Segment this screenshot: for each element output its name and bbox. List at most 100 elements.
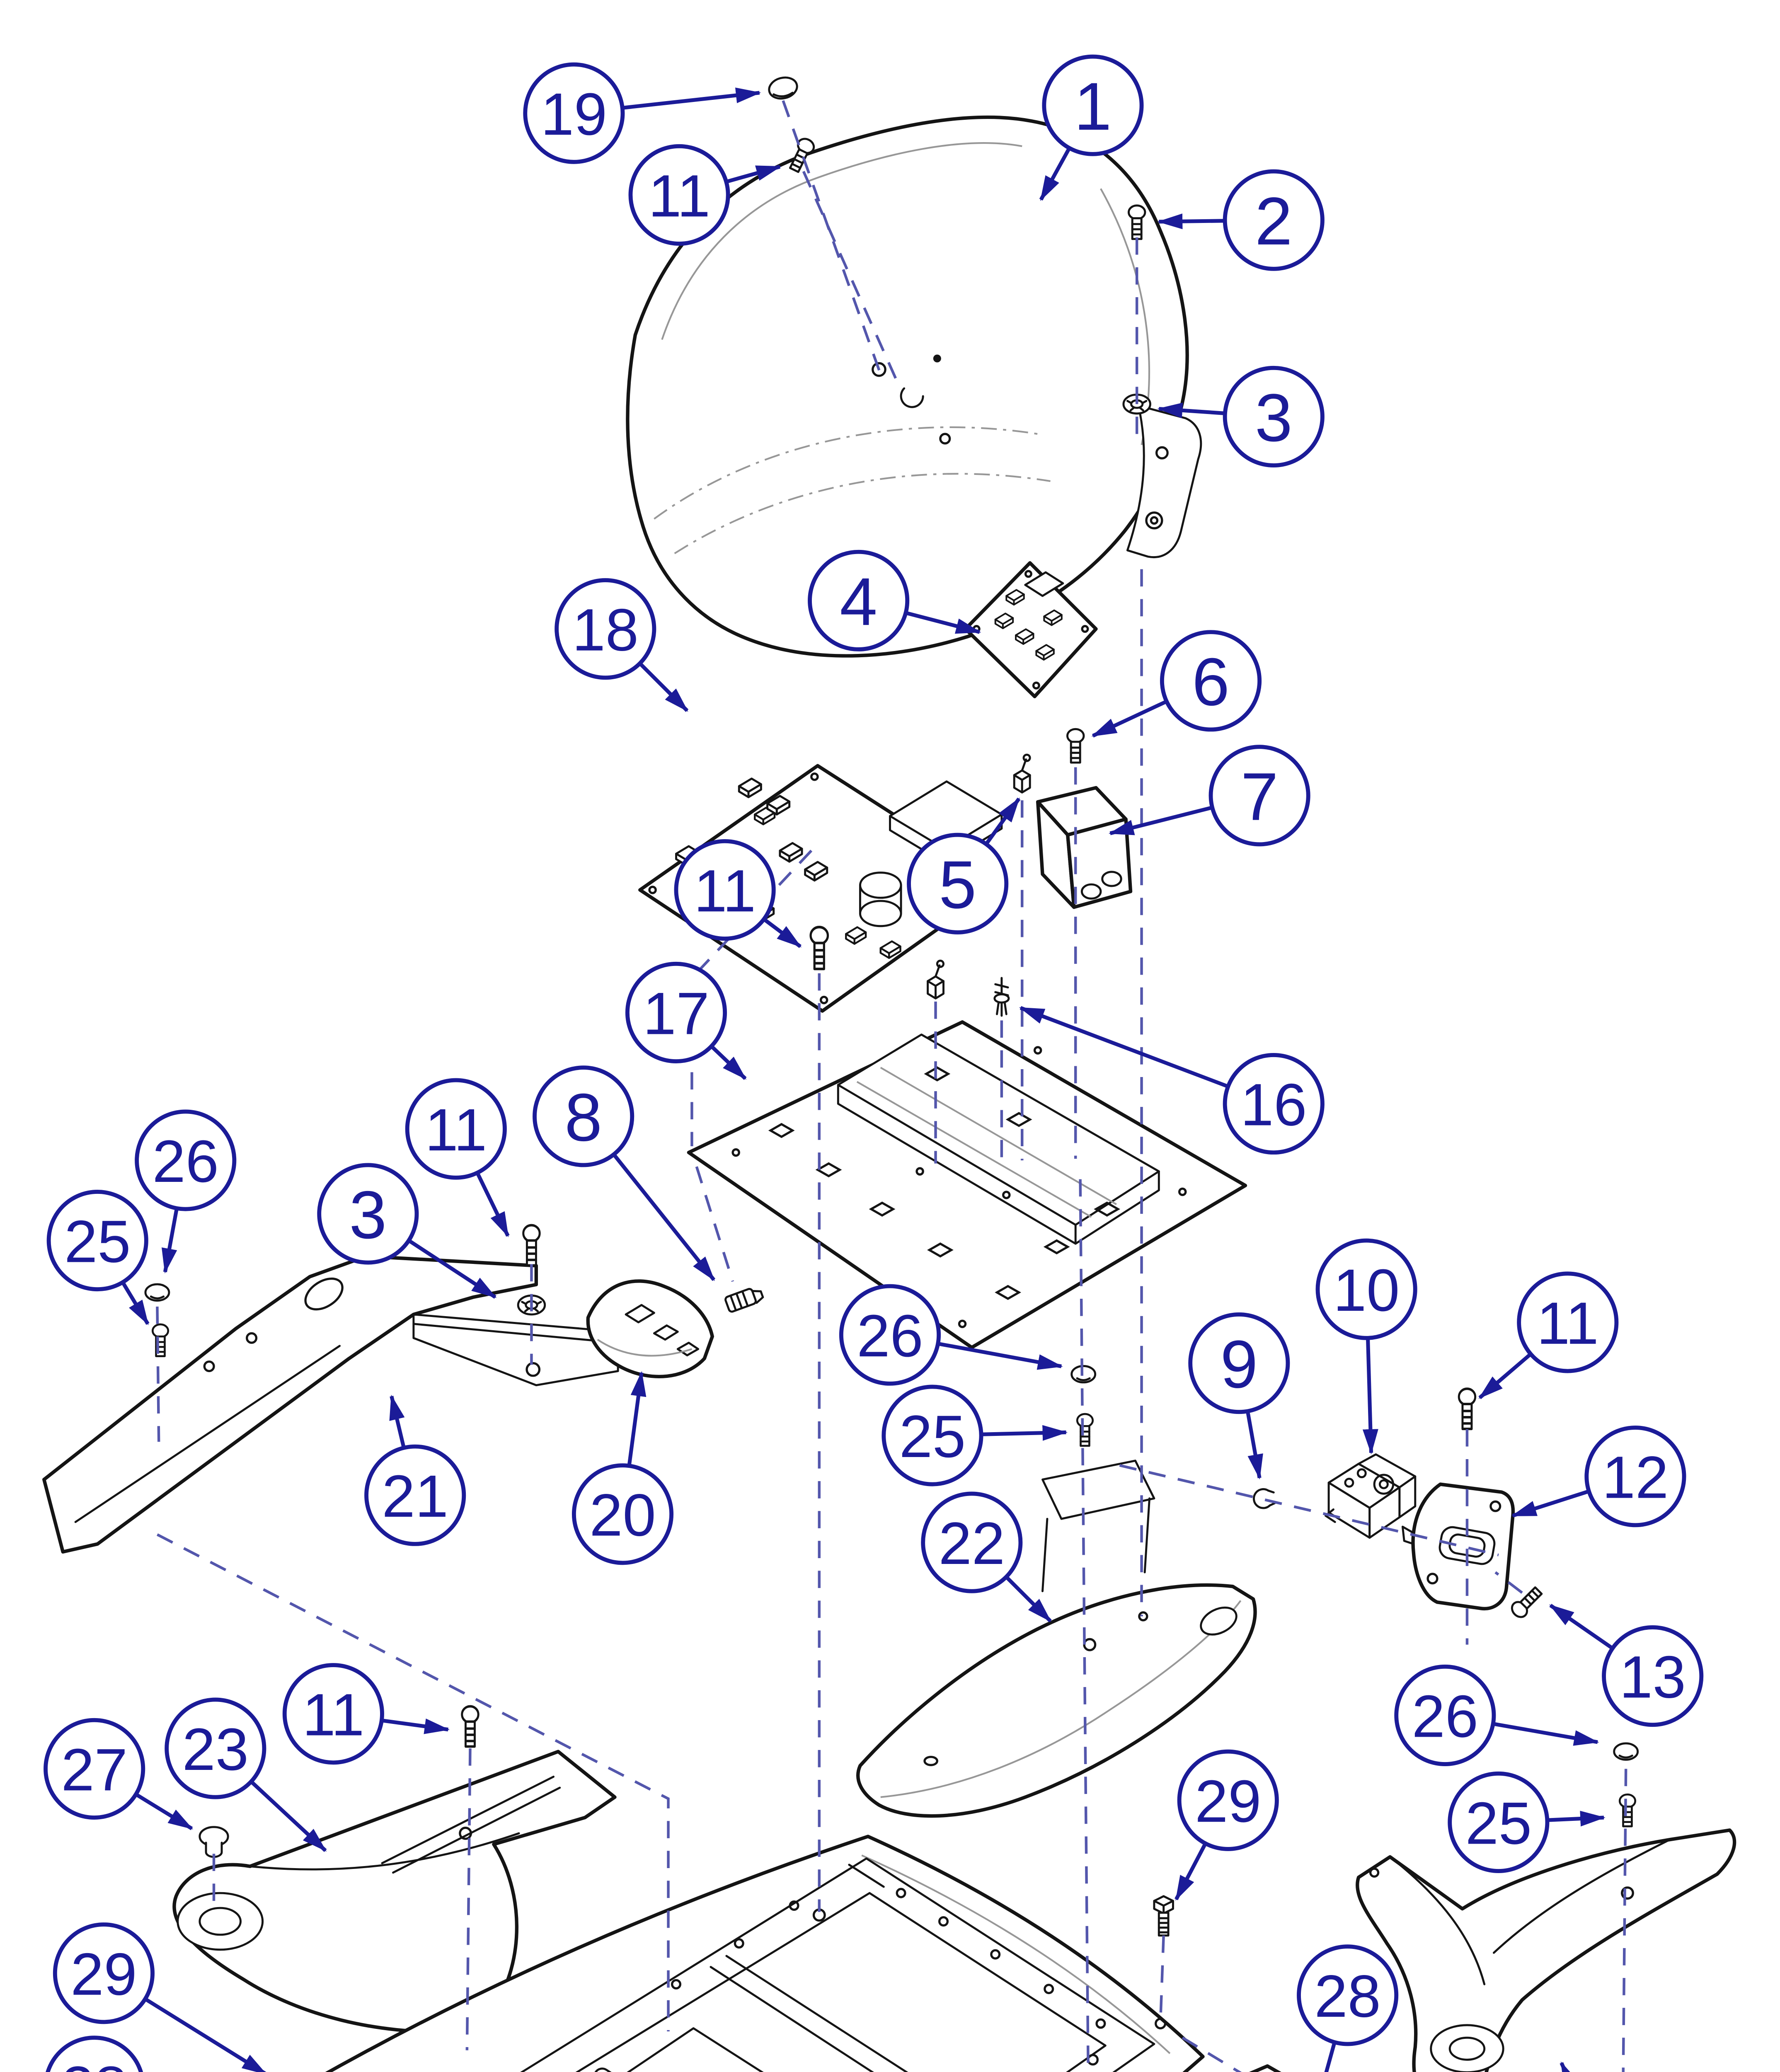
- callout-circle-28a: [46, 2036, 143, 2072]
- callout-circle-12: [1584, 1426, 1686, 1527]
- part-clamp-bar-28-right: [1249, 2064, 1281, 2072]
- part-switch-block-10: [1325, 1453, 1417, 1539]
- part-limit-switch-5-upper: [1014, 755, 1030, 792]
- callout-11a: 11: [628, 144, 782, 246]
- callout-number-25c: 25: [1465, 1789, 1532, 1857]
- callout-arrow-26b: [937, 1341, 1063, 1370]
- callout-number-12: 12: [1602, 1444, 1669, 1511]
- callout-circle-27: [44, 1718, 145, 1820]
- callout-circle-9: [1188, 1312, 1290, 1414]
- leader-line-28: [695, 1166, 734, 1282]
- callout-circle-10: [1315, 1238, 1417, 1340]
- part-push-rivet-16: [993, 977, 1010, 1017]
- callout-arrow-27: [135, 1793, 194, 1830]
- part-seat-back-shell: [626, 115, 1202, 658]
- part-seat-base-frame-15: [325, 1835, 1205, 2072]
- callout-number-5: 5: [939, 847, 976, 922]
- part-screw-25-left: [153, 1324, 168, 1356]
- part-armrest-right-24: [1356, 1828, 1736, 2072]
- part-retainer-clip-9: [1253, 1488, 1276, 1509]
- callout-26c: 26: [1394, 1664, 1599, 1766]
- callout-11d: 11: [1478, 1271, 1619, 1399]
- callout-3b: 3: [317, 1163, 497, 1299]
- callout-25c: 25: [1448, 1771, 1606, 1873]
- callout-arrow-11a: [726, 165, 782, 184]
- callout-arrow-26c: [1492, 1722, 1599, 1746]
- callout-circle-13: [1602, 1625, 1704, 1727]
- part-cap-26-mid: [1072, 1366, 1095, 1382]
- callout-arrow-4: [905, 611, 981, 634]
- part-screw-11-bracket: [1459, 1389, 1475, 1429]
- leader-line-24: [1119, 1464, 1499, 1556]
- leader-line-13: [465, 1748, 472, 2050]
- callout-1: 1: [1039, 54, 1144, 201]
- callout-number-26a: 26: [153, 1128, 219, 1195]
- callout-circle-6: [1160, 630, 1262, 732]
- callout-number-8: 8: [564, 1080, 602, 1155]
- callout-20: 20: [572, 1371, 674, 1565]
- callout-circle-5: [907, 833, 1009, 934]
- callout-8: 8: [533, 1065, 716, 1281]
- part-screw-11-arm: [523, 1225, 540, 1266]
- callout-number-11b: 11: [694, 857, 756, 924]
- leader-line-29: [156, 1533, 670, 2032]
- leader-line-26: [1494, 1571, 1523, 1594]
- callout-circle-11d: [1517, 1271, 1619, 1373]
- callout-arrow-12: [1511, 1489, 1590, 1518]
- callout-circle-11b: [674, 839, 776, 941]
- callout-25a: 25: [46, 1190, 150, 1325]
- callout-circle-29b: [53, 1922, 155, 2024]
- part-switch-bracket-12: [1401, 1482, 1515, 1611]
- callout-number-7: 7: [1241, 759, 1279, 835]
- part-screw-11-armrest: [462, 1706, 478, 1747]
- callout-11e: 11: [282, 1663, 450, 1765]
- callout-circle-3b: [317, 1163, 419, 1265]
- callout-7: 7: [1109, 745, 1310, 847]
- callout-arrow-10: [1362, 1338, 1378, 1455]
- callout-circle-25c: [1448, 1771, 1550, 1873]
- callout-number-21: 21: [382, 1462, 448, 1530]
- callout-11b: 11: [674, 839, 802, 948]
- callout-27: 27: [44, 1718, 194, 1830]
- callout-arrow-21: [389, 1394, 406, 1448]
- callout-number-6: 6: [1192, 644, 1230, 720]
- callout-circle-18: [555, 578, 656, 680]
- callout-number-18: 18: [572, 596, 639, 663]
- callout-arrow-9: [1245, 1411, 1263, 1480]
- callout-28a: 28: [46, 2036, 143, 2072]
- callout-number-23: 23: [182, 1716, 249, 1783]
- callout-4: 4: [808, 549, 981, 651]
- callout-number-29b: 29: [70, 1941, 137, 2008]
- callout-16: 16: [1019, 1006, 1325, 1155]
- callout-circle-7: [1208, 745, 1310, 847]
- callout-number-28b: 28: [1314, 1963, 1380, 2030]
- callout-number-19: 19: [541, 80, 607, 148]
- callout-number-11e: 11: [303, 1681, 365, 1748]
- callout-arrow-16: [1019, 1006, 1229, 1089]
- callout-arrow-25a: [121, 1281, 150, 1325]
- callout-number-26c: 26: [1412, 1682, 1478, 1750]
- callout-number-3a: 3: [1255, 380, 1293, 455]
- callout-3a: 3: [1157, 366, 1325, 468]
- callout-circle-11c: [405, 1078, 507, 1180]
- callout-10: 10: [1315, 1238, 1417, 1455]
- callout-number-16: 16: [1240, 1071, 1307, 1138]
- callout-circle-25b: [882, 1385, 983, 1486]
- callout-number-13: 13: [1619, 1643, 1686, 1710]
- part-hex-bolt-29-right: [1154, 1896, 1173, 1936]
- callout-arrow-24: [1560, 2061, 1579, 2072]
- callout-arrow-17: [710, 1045, 747, 1080]
- part-cap-26-left: [145, 1284, 169, 1300]
- callout-arrow-11b: [763, 917, 802, 948]
- callout-circle-17: [625, 961, 727, 1063]
- callout-arrow-7: [1109, 806, 1213, 835]
- callout-arrow-11c: [475, 1172, 510, 1237]
- callout-22: 22: [921, 1491, 1052, 1623]
- part-cap-26-right: [1614, 1743, 1638, 1760]
- callout-arrow-29b: [144, 1997, 267, 2072]
- callout-circle-11a: [628, 144, 730, 246]
- part-screw-13: [1509, 1585, 1544, 1620]
- callout-arrow-20: [627, 1371, 647, 1466]
- callout-circle-26a: [135, 1109, 237, 1211]
